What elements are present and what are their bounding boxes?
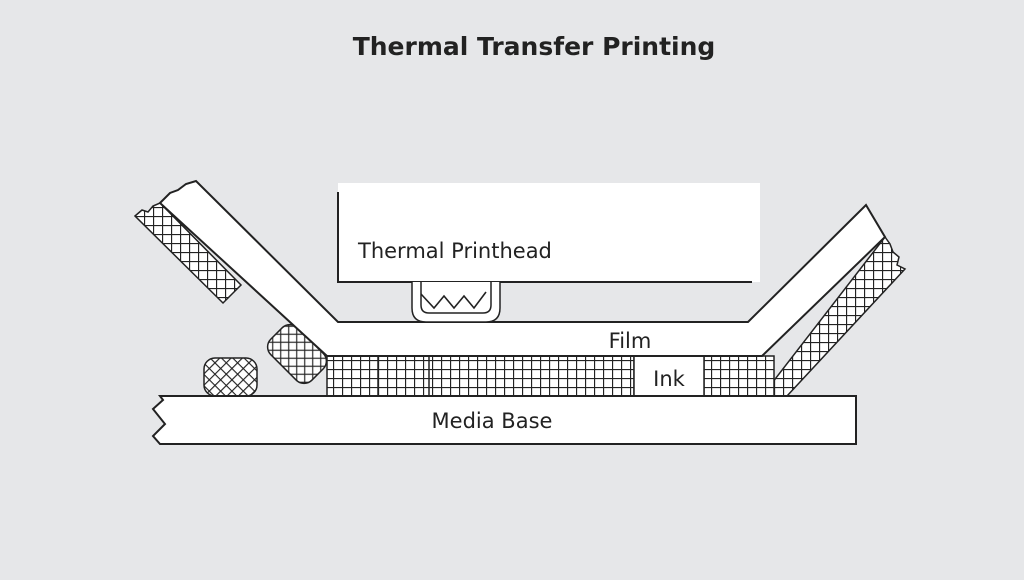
thermal-printhead xyxy=(338,183,760,282)
right-ink-strip xyxy=(760,235,907,397)
heating-element-inner xyxy=(420,282,492,314)
film xyxy=(158,179,887,357)
ink-fragment-floor xyxy=(203,357,258,397)
printhead-label: Thermal Printhead xyxy=(357,239,552,263)
diagram-title: Thermal Transfer Printing xyxy=(353,32,716,61)
left-ink-strip xyxy=(133,202,243,305)
ink-label: Ink xyxy=(653,367,686,391)
heater-zigzag xyxy=(420,291,487,310)
printhead-edge xyxy=(337,192,752,283)
media-base xyxy=(151,395,857,445)
film-label: Film xyxy=(609,329,652,353)
media-base-label: Media Base xyxy=(432,409,553,433)
ink-layer-right xyxy=(703,355,775,397)
heating-element xyxy=(411,282,501,323)
ink-layer-left xyxy=(326,355,635,397)
